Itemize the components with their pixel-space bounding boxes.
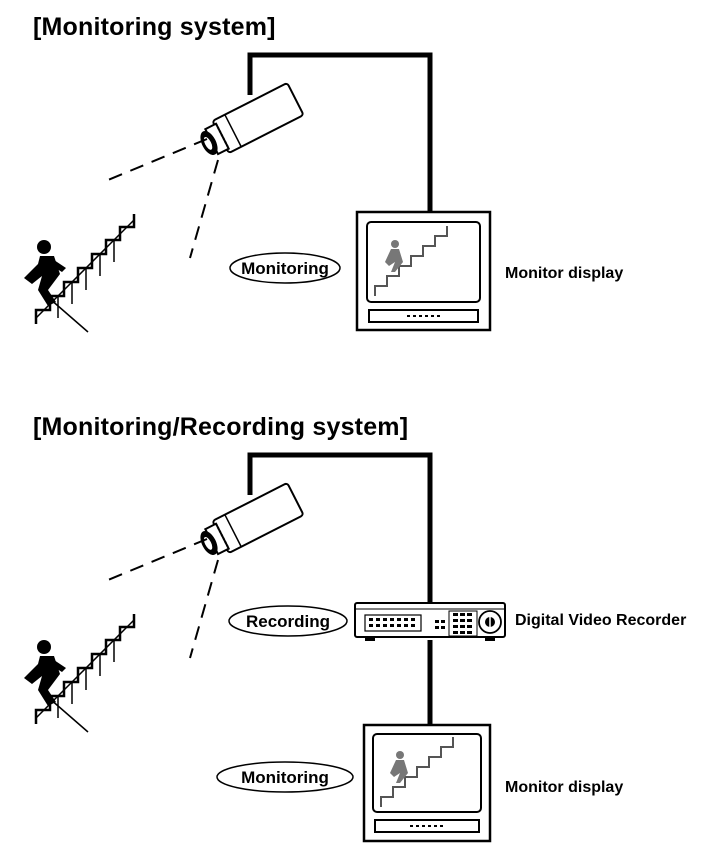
monitoring-recording-system-section: [Monitoring/Recording system] [0, 400, 715, 844]
monitoring-system-section: [Monitoring system] [0, 0, 715, 380]
monitoring-recording-system-diagram: Recording Digital Video Recorder [24, 452, 686, 843]
section-title: [Monitoring/Recording system] [33, 413, 409, 441]
monitor-display-label: Monitor display [505, 779, 623, 796]
view-line-upper [107, 538, 208, 581]
recorder-icon [354, 602, 506, 641]
monitoring-label: Monitoring [241, 768, 329, 787]
stairs-person-icon [24, 614, 136, 733]
stairs-person-icon [24, 214, 136, 333]
view-line-lower [189, 559, 219, 659]
video-cable [247, 52, 433, 212]
recorder-label: Digital Video Recorder [515, 612, 686, 629]
view-line-lower [189, 159, 219, 259]
monitoring-bubble [229, 252, 341, 284]
section-title: [Monitoring system] [33, 13, 276, 41]
monitoring-bubble [216, 761, 354, 793]
monitoring-system-diagram: Monitoring Monitor display [24, 52, 623, 333]
view-line-upper [107, 138, 208, 181]
camera-icon [200, 82, 304, 156]
monitoring-label: Monitoring [241, 259, 329, 278]
monitor-icon [362, 723, 492, 843]
recording-label: Recording [246, 612, 330, 631]
monitor-display-label: Monitor display [505, 265, 623, 282]
recording-bubble [228, 605, 348, 637]
camera-icon [200, 482, 304, 556]
video-cable [247, 452, 433, 603]
monitor-icon [355, 210, 492, 332]
